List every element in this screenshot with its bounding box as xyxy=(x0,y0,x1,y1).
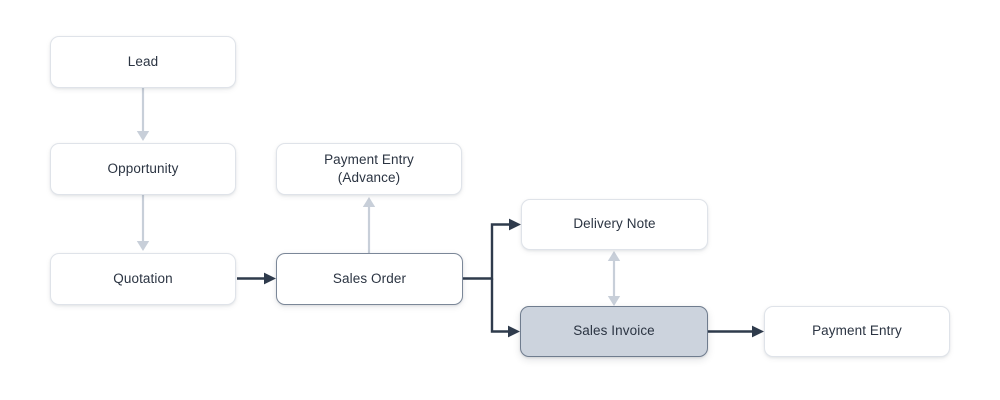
edge-quotation-to-sales-order xyxy=(237,272,276,285)
node-opportunity-label: Opportunity xyxy=(107,160,179,176)
node-sales-invoice[interactable]: Sales Invoice xyxy=(520,306,708,357)
node-payment-entry-advance-label: Payment Entry (Advance) xyxy=(324,151,414,185)
node-delivery-note[interactable]: Delivery Note xyxy=(521,199,708,250)
edge-lead-to-opportunity xyxy=(136,88,150,141)
node-quotation-label: Quotation xyxy=(113,270,173,286)
node-delivery-note-label: Delivery Note xyxy=(573,216,656,232)
node-lead[interactable]: Lead xyxy=(50,36,236,88)
node-sales-order-label: Sales Order xyxy=(332,270,407,286)
node-lead-label: Lead xyxy=(127,53,159,69)
node-payment-entry[interactable]: Payment Entry xyxy=(764,306,950,357)
edge-sales-order-to-delivery-note xyxy=(463,218,521,280)
node-opportunity[interactable]: Opportunity xyxy=(50,143,236,195)
edge-delivery-note-to-sales-invoice xyxy=(607,251,621,306)
edge-sales-order-to-payment-entry-advance xyxy=(362,197,376,253)
node-sales-order[interactable]: Sales Order xyxy=(276,253,463,305)
edge-sales-invoice-to-payment-entry xyxy=(708,325,764,338)
node-quotation[interactable]: Quotation xyxy=(50,253,236,305)
edge-opportunity-to-quotation xyxy=(136,195,150,251)
node-payment-entry-label: Payment Entry xyxy=(812,323,902,339)
edge-sales-order-to-sales-invoice xyxy=(490,278,520,338)
node-sales-invoice-label: Sales Invoice xyxy=(573,323,655,339)
node-payment-entry-advance[interactable]: Payment Entry (Advance) xyxy=(276,143,462,195)
